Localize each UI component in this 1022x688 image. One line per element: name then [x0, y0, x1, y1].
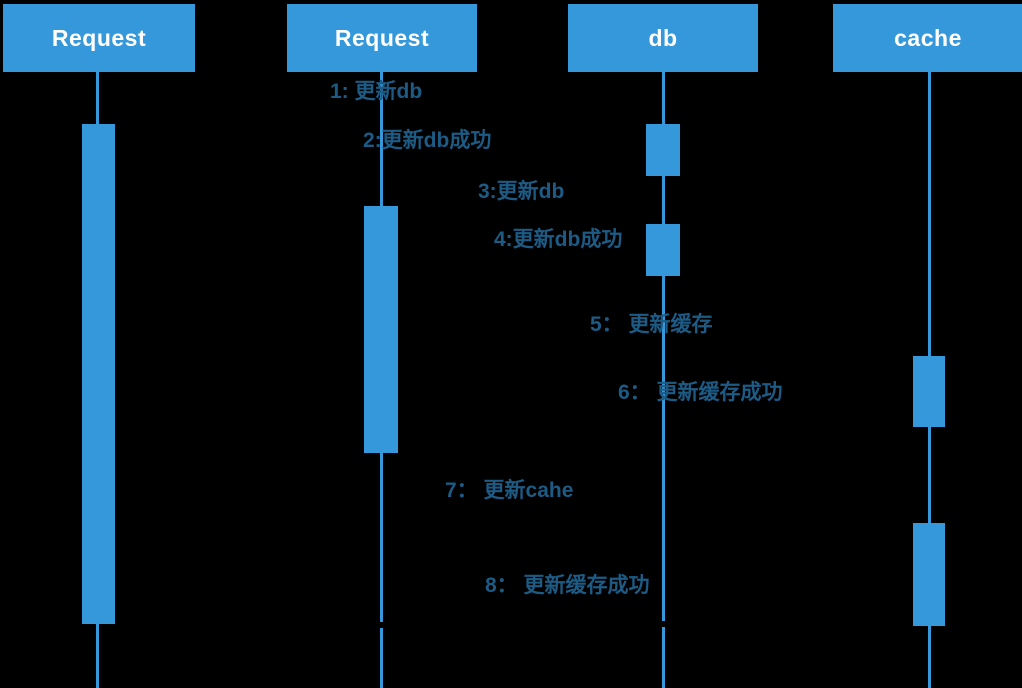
activation-bar-request-1: [82, 124, 115, 624]
participant-box-cache: cache: [833, 4, 1022, 72]
participant-label: Request: [51, 24, 147, 51]
message-label-7: 7： 更新cahe: [445, 479, 574, 502]
participant-box-request-2: Request: [287, 4, 477, 72]
activation-bar-cache-1: [913, 356, 945, 427]
message-label-1: 1: 更新db: [330, 80, 423, 103]
activation-bar-request-2: [364, 206, 398, 453]
participant-label: Request: [334, 24, 430, 51]
message-label-8: 8： 更新缓存成功: [485, 574, 650, 597]
participant-box-request-1: Request: [3, 4, 195, 72]
lifeline-db: [662, 72, 665, 688]
lifeline-break: [379, 622, 384, 628]
activation-bar-cache-2: [913, 523, 945, 626]
activation-bar-db-1: [646, 124, 680, 176]
participant-box-db: db: [568, 4, 758, 72]
message-label-6: 6： 更新缓存成功: [618, 381, 783, 404]
participant-label: cache: [894, 24, 962, 51]
message-label-4: 4:更新db成功: [494, 228, 623, 251]
message-label-2: 2:更新db成功: [363, 129, 492, 152]
message-label-5: 5： 更新缓存: [590, 313, 713, 336]
lifeline-break: [661, 621, 666, 627]
message-label-3: 3:更新db: [478, 180, 565, 203]
activation-bar-db-2: [646, 224, 680, 276]
participant-label: db: [648, 24, 678, 51]
